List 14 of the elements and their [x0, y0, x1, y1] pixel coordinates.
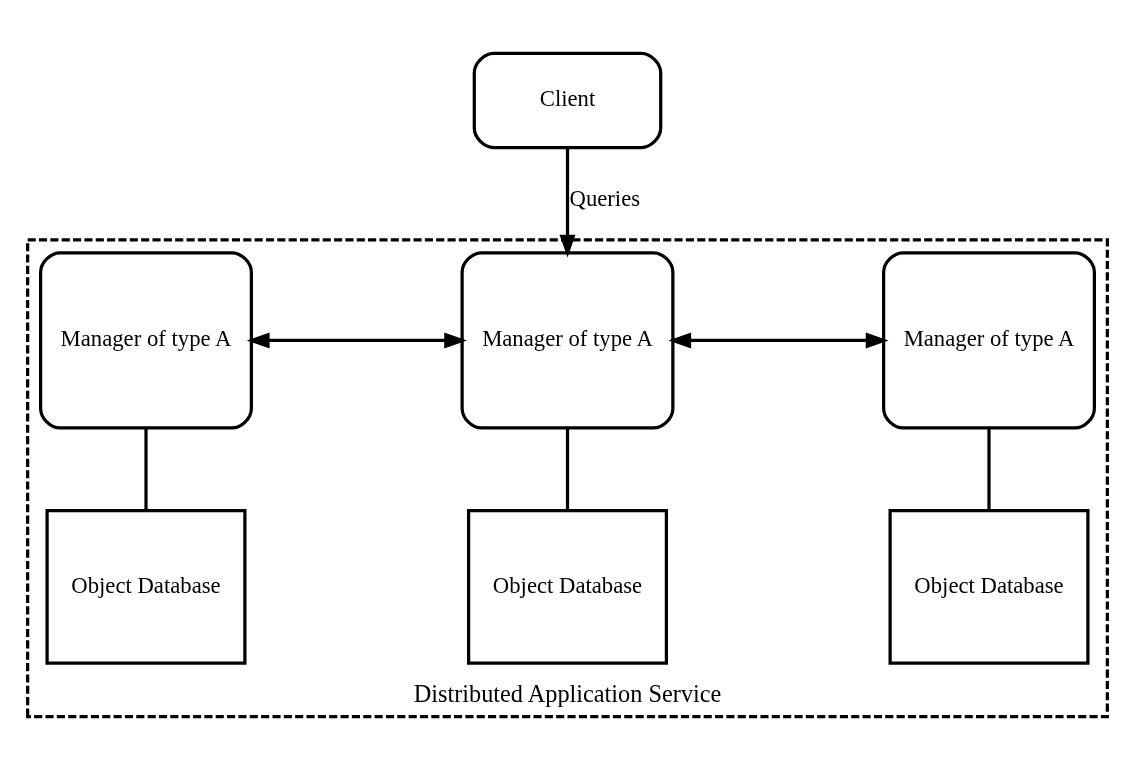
- node-box: Manager of type A: [882, 250, 1096, 430]
- edge-label: Queries: [569, 185, 641, 211]
- arrow: [559, 147, 576, 257]
- node-box: Manager of type A: [39, 250, 253, 430]
- arrow: [246, 331, 467, 348]
- node-box: Object Database: [45, 508, 247, 665]
- node-box: Client: [472, 51, 663, 149]
- node-box: Object Database: [467, 508, 668, 665]
- arrow: [668, 331, 889, 348]
- node-box: Manager of type A: [460, 250, 675, 430]
- connector: [565, 428, 570, 510]
- node-box: Object Database: [888, 508, 1090, 665]
- connector: [144, 428, 148, 510]
- connector: [987, 428, 991, 510]
